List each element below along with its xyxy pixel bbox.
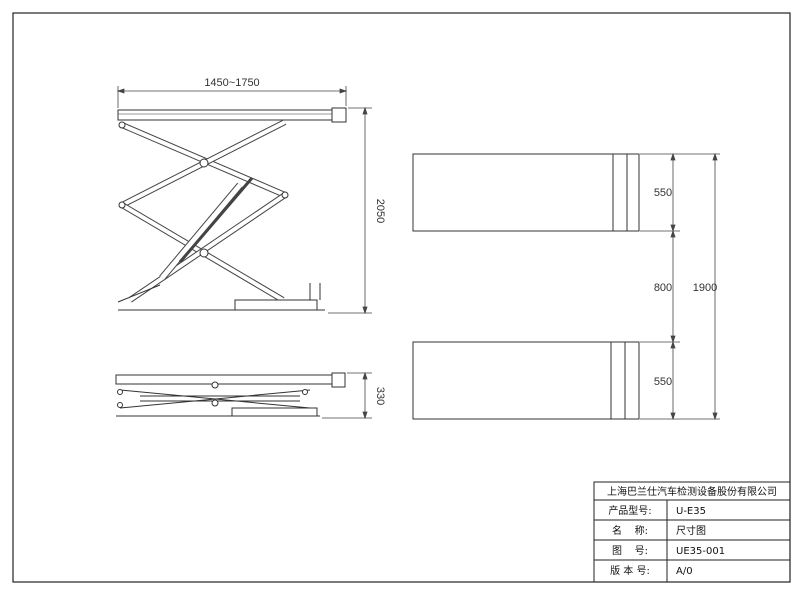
title-block-value-name: 尺寸图 [676,524,706,537]
top-platform [117,109,333,121]
dim-height-lowered-label: 330 [374,387,386,405]
dim-platform-length-2-label: 550 [654,376,672,388]
title-block-value-version: A/0 [676,566,693,577]
dim-top-view [640,152,720,421]
dim-width-label: 1450~1750 [204,77,259,89]
title-block-value-model: U-E35 [676,506,706,517]
platform-upper [412,153,614,232]
title-block-label-name: 名 称: [612,524,648,537]
title-block-label-version: 版 本 号: [610,564,650,577]
platform-end-block [331,107,347,123]
title-block-company: 上海巴兰仕汽车检测设备股份有限公司 [607,485,777,498]
drawing-frame [12,12,791,583]
dim-platform-length-1-label: 550 [654,187,672,199]
dim-platform-gap-label: 800 [654,282,672,294]
title-block-value-drawing-no: UE35-001 [676,546,725,557]
platform-lower [412,341,612,420]
title-block-label-model: 产品型号: [608,504,651,517]
dim-height-raised [328,106,372,315]
side-view-lowered [115,372,346,417]
platform-lower-end [610,341,626,420]
dim-height-raised-label: 2050 [374,199,386,223]
dim-height-lowered [322,371,372,420]
dim-total-length-label: 1900 [693,282,717,294]
side-view-raised [117,107,347,311]
title-block [593,481,791,583]
top-view [412,153,640,420]
platform-upper-end [612,153,628,232]
dim-width [116,86,348,108]
title-block-label-drawing-no: 图 号: [612,545,648,557]
